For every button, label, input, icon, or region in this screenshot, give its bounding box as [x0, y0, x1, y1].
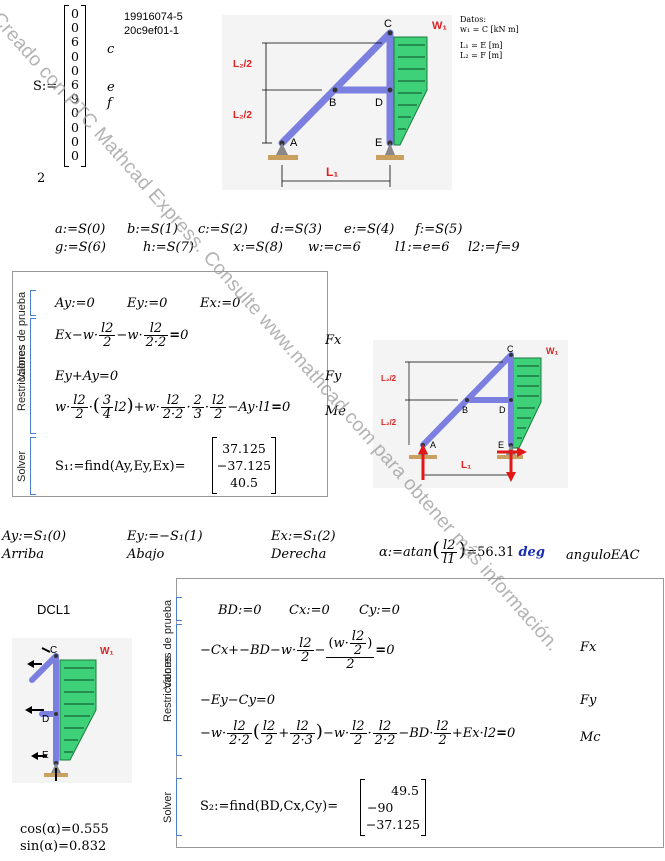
result-ay: Ay:=S₁(0) — [2, 529, 67, 544]
guess-ey: Ey:=0 — [127, 296, 168, 311]
datos-box: Datos: w₁ = C [kN m] L₁ = E [m] L₂ = F [… — [460, 15, 519, 61]
guess-bd: BD:=0 — [218, 603, 262, 618]
label-d-2: D — [499, 405, 506, 415]
alpha-note: anguloEAC — [566, 548, 640, 563]
s-vector-cell: 6 — [71, 77, 79, 93]
bracket-valores-2 — [176, 597, 182, 621]
guess-cx: Cx:=0 — [289, 603, 330, 618]
label-b-2: B — [462, 405, 469, 415]
guess-ex: Ex:=0 — [200, 296, 241, 311]
block1-find: S₁:=find(Ay,Ey,Ex)= — [55, 459, 186, 474]
label-solver-1: Solver — [16, 450, 28, 482]
annot-e: e — [107, 80, 115, 95]
s-vector-cell: 0 — [71, 133, 79, 149]
label-a: A — [290, 137, 298, 149]
label-b: B — [329, 97, 337, 109]
annot-f: f — [107, 96, 112, 111]
dcl1-label-w1: W₁ — [100, 646, 114, 657]
datos-title: Datos: — [460, 15, 487, 24]
dir-ay: Arriba — [2, 547, 45, 562]
label-l2half-top: L₂/2 — [233, 59, 252, 70]
label-l2half-2b: L₂/2 — [381, 418, 397, 427]
s-vector-cell: 0 — [71, 62, 79, 78]
s-vector-cell: 0 — [71, 119, 79, 135]
block2-result: 49.5 −90 −37.125 — [360, 779, 426, 836]
label-restr-1: Restricciones — [16, 344, 28, 411]
label-solver-2: Solver — [162, 791, 174, 823]
bracket-restr-2 — [176, 624, 182, 756]
result-ey: Ey:=−S₁(1) — [127, 529, 203, 544]
block1-tag-me: Me — [325, 404, 347, 419]
label-l2half-bottom: L₂/2 — [233, 110, 252, 121]
label-l1: L₁ — [326, 165, 339, 179]
s-vector-cell: 6 — [71, 34, 79, 50]
block1-eq-fy: Ey+Ay=0 — [55, 369, 119, 384]
dcl1-title: DCL1 — [37, 602, 71, 617]
label-w1: W₁ — [432, 20, 447, 32]
datos-l1: L₁ = E [m] — [460, 41, 503, 50]
bracket-valores-1 — [30, 290, 36, 316]
trig-cos: cos(α)=0.555 — [20, 822, 109, 837]
label-e: E — [375, 137, 383, 149]
s-vector-cell: 0 — [71, 20, 79, 36]
frame-figure-dcl1: C D E W₁ — [12, 638, 132, 783]
s-vector-cell: 9 — [71, 91, 79, 107]
id-line-2: 20c9ef01-1 — [124, 25, 180, 37]
s-vector-cell: 0 — [71, 6, 79, 21]
solve-block-2[interactable] — [176, 578, 664, 848]
block2-tag-fy: Fy — [580, 693, 597, 708]
s-vector-cell: 0 — [71, 105, 79, 121]
datos-l2: L₂ = F [m] — [460, 51, 503, 60]
bracket-restr-1 — [30, 318, 36, 434]
frame-figure-reactions: C B D A E W₁ L₂/2 L₂/2 L₁ — [373, 340, 568, 488]
trig-sin: sin(α)=0.832 — [20, 839, 107, 854]
block2-tag-mc: Mc — [580, 730, 601, 745]
block1-tag-fy: Fy — [325, 369, 342, 384]
label-w1-2: W₁ — [546, 346, 559, 356]
label-c-2: C — [507, 344, 514, 354]
label-l2half-2a: L₂/2 — [381, 374, 397, 383]
guess-cy: Cy:=0 — [359, 603, 400, 618]
loose-number: 2 — [37, 171, 46, 186]
block2-tag-fx: Fx — [580, 640, 597, 655]
label-d: D — [375, 97, 383, 109]
guess-ay: Ay:=0 — [55, 296, 95, 311]
dcl1-label-e: E — [42, 750, 49, 761]
label-e-2: E — [498, 440, 505, 450]
annot-c: c — [107, 42, 115, 57]
bracket-solver-2 — [176, 778, 182, 836]
dir-ex: Derecha — [271, 547, 327, 562]
block2-find: S₂:=find(BD,Cx,Cy)= — [200, 799, 339, 814]
bracket-solver-1 — [30, 437, 36, 495]
s-vector-cell: 0 — [71, 48, 79, 64]
datos-w1: w₁ = C [kN m] — [460, 25, 519, 34]
result-ex: Ex:=S₁(2) — [271, 529, 336, 544]
label-a-2: A — [430, 440, 437, 450]
block1-tag-fx: Fx — [325, 333, 342, 348]
id-line-1: 19916074-5 — [124, 11, 183, 23]
s-vector-label: S:= — [33, 79, 58, 94]
dcl1-label-d: D — [42, 714, 50, 725]
block1-result: 37.125 −37.125 40.5 — [212, 437, 276, 494]
label-l1-2: L₁ — [461, 460, 472, 471]
label-c: C — [384, 18, 392, 30]
block2-eq-fy: −Ey−Cy=0 — [200, 693, 276, 708]
alpha-unit: deg — [518, 545, 545, 560]
dcl1-label-c: C — [50, 645, 58, 656]
label-restr-2: Restricciones — [162, 655, 174, 722]
dir-ey: Abajo — [127, 547, 165, 562]
s-vector-cell: 0 — [71, 148, 79, 164]
frame-figure-main: C B D A E W₁ L₂/2 L₂/2 L₁ — [222, 15, 452, 190]
